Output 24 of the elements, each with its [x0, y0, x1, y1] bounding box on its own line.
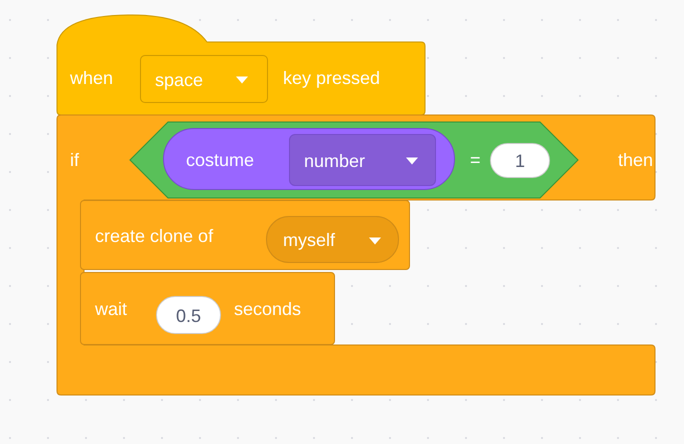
keyword-text: when	[70, 67, 114, 89]
input-value: 0.5	[174, 305, 202, 327]
keyword-text: if	[70, 149, 79, 171]
operator-text: =	[470, 149, 481, 171]
wait-block	[80, 272, 335, 345]
dropdown-text: number	[304, 150, 366, 172]
create-clone-block	[80, 200, 410, 270]
dropdown-menu	[289, 134, 436, 186]
costume-reporter-block	[163, 128, 455, 190]
equals-operator-block	[130, 122, 578, 198]
block-text: seconds	[234, 298, 302, 320]
event-hat-block	[57, 15, 425, 115]
dropdown-text: myself	[283, 229, 336, 251]
number-input-field	[156, 296, 221, 334]
dropdown-text: space	[155, 69, 204, 91]
input-value: 1	[514, 150, 526, 172]
keyword-text: then	[618, 149, 654, 171]
block-text: wait	[95, 298, 128, 320]
if-control-block	[57, 115, 655, 395]
dropdown-menu	[140, 55, 268, 103]
block-text: create clone of	[95, 225, 214, 247]
dropdown-menu	[266, 216, 399, 263]
block-text: costume	[186, 149, 254, 171]
keyword-text: key pressed	[283, 67, 380, 89]
